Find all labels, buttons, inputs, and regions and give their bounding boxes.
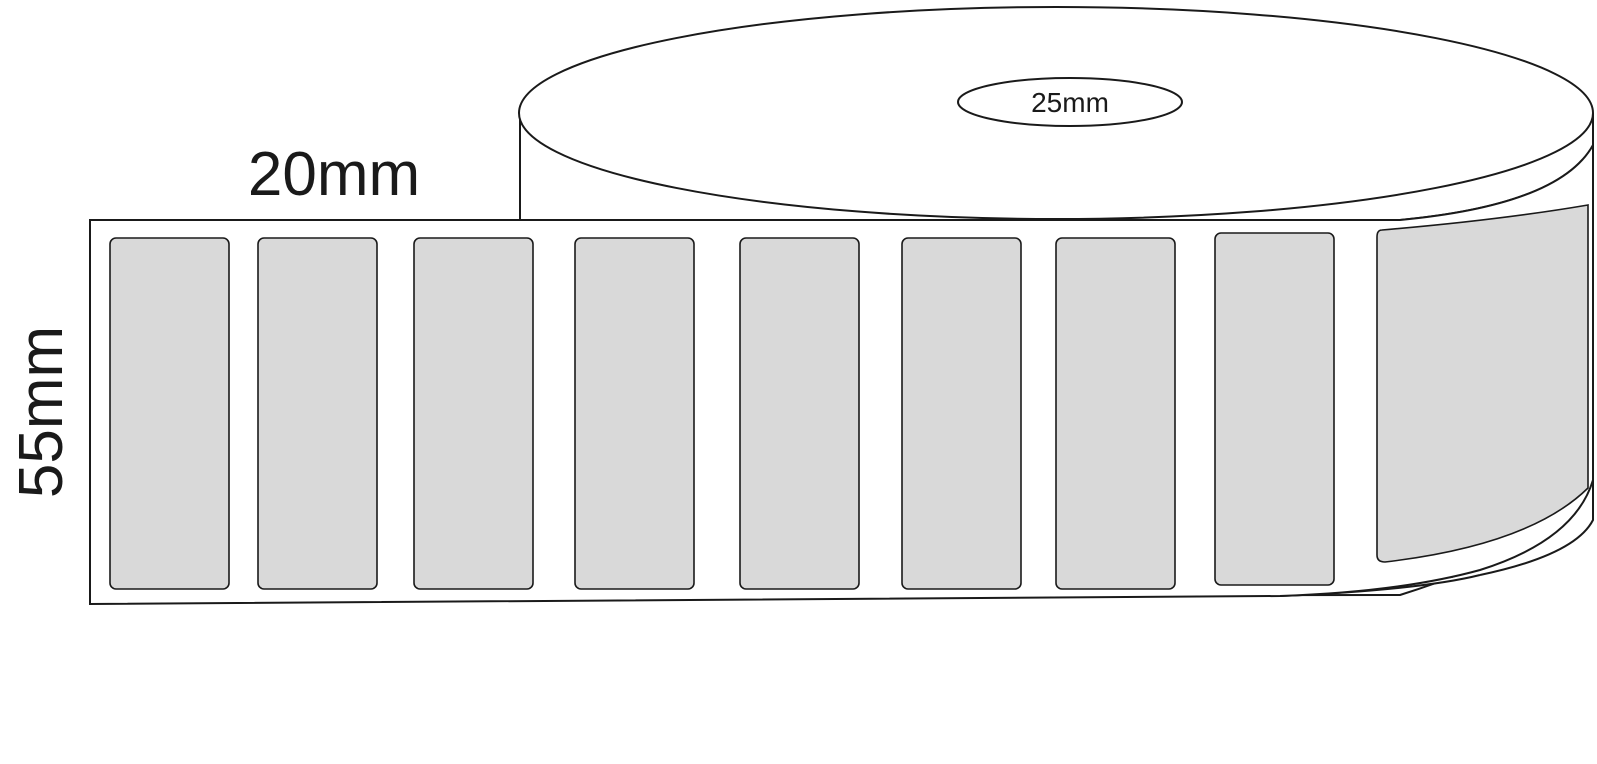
label-wrapping xyxy=(1376,204,1589,563)
label-5 xyxy=(739,237,860,590)
label-8 xyxy=(1214,232,1335,586)
label-3 xyxy=(413,237,534,590)
label-6 xyxy=(901,237,1022,590)
label-1 xyxy=(109,237,230,590)
label-4 xyxy=(574,237,695,590)
label-7 xyxy=(1055,237,1176,590)
height-dimension-label: 55mm xyxy=(7,326,76,498)
width-dimension-label: 20mm xyxy=(248,140,420,209)
core-dimension-label: 25mm xyxy=(1031,87,1109,118)
roll-core: 25mm xyxy=(957,77,1183,127)
label-row xyxy=(109,232,1335,590)
label-2 xyxy=(257,237,378,590)
